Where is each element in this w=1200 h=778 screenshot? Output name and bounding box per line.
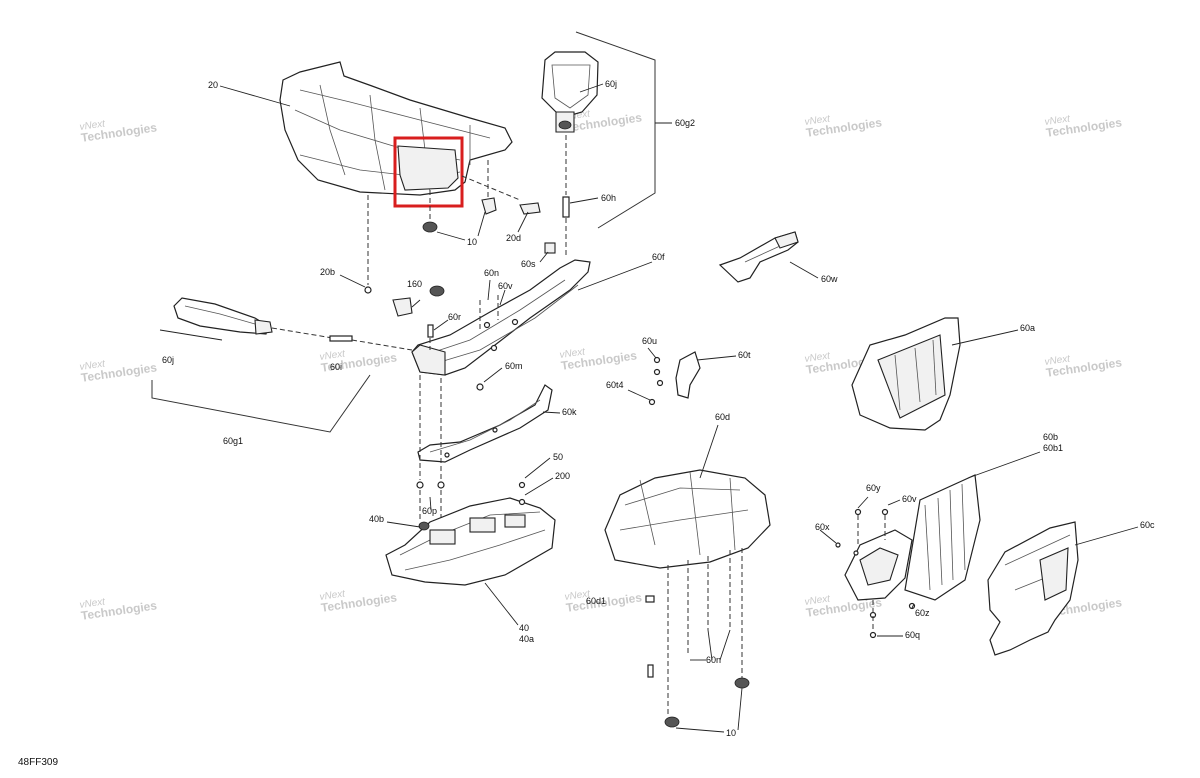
backrest-frame-60b bbox=[835, 474, 981, 639]
svg-text:vNext: vNext bbox=[1044, 113, 1072, 128]
grommet-10-top bbox=[422, 221, 438, 233]
callout-160: 160 bbox=[407, 279, 422, 289]
callout-10-top: 10 bbox=[467, 237, 477, 247]
trim-60w bbox=[718, 231, 799, 283]
svg-text:vNext: vNext bbox=[804, 593, 832, 608]
side-rail-60g1 bbox=[159, 297, 413, 351]
clip-160 bbox=[392, 297, 413, 317]
rod-60h bbox=[562, 196, 570, 218]
callout-60n-bottom: 60n bbox=[706, 655, 721, 665]
watermark: vNext Technologies bbox=[79, 358, 158, 385]
callout-60c: 60c bbox=[1140, 520, 1155, 530]
callout-60t4: 60t4 bbox=[606, 380, 624, 390]
callout-60b: 60b bbox=[1043, 432, 1058, 442]
main-seat bbox=[279, 61, 513, 196]
watermark: vNext Technologies bbox=[79, 596, 158, 623]
callout-60t: 60t bbox=[738, 350, 751, 360]
backrest-cover-60c bbox=[987, 521, 1079, 656]
callout-60d1: 60d1 bbox=[586, 596, 606, 606]
svg-text:vNext: vNext bbox=[559, 346, 587, 361]
bolt-20b bbox=[364, 286, 372, 294]
callout-60b1: 60b1 bbox=[1043, 443, 1063, 453]
bracket-60g1 bbox=[151, 374, 371, 433]
callout-60v-top: 60v bbox=[498, 281, 513, 291]
callout-60p: 60p bbox=[422, 506, 437, 516]
callout-200: 200 bbox=[555, 471, 570, 481]
callout-60x: 60x bbox=[815, 522, 830, 532]
callout-60w: 60w bbox=[821, 274, 838, 284]
callout-20b: 20b bbox=[320, 267, 335, 277]
callout-40b: 40b bbox=[369, 514, 384, 524]
callout-60g1: 60g1 bbox=[223, 436, 243, 446]
svg-text:vNext: vNext bbox=[319, 348, 347, 363]
svg-text:vNext: vNext bbox=[804, 113, 832, 128]
backrest-60a bbox=[851, 317, 961, 431]
svg-text:vNext: vNext bbox=[79, 358, 107, 373]
callout-20: 20 bbox=[208, 80, 218, 90]
svg-text:vNext: vNext bbox=[79, 596, 107, 611]
watermark: vNext Technologies bbox=[1044, 113, 1123, 140]
watermark: vNext Technologies bbox=[804, 113, 883, 140]
callout-60m: 60m bbox=[505, 361, 523, 371]
callout-50: 50 bbox=[553, 452, 563, 462]
diagram-code: 48FF309 bbox=[18, 757, 58, 768]
small-hardware-left bbox=[392, 285, 445, 350]
clip-20d-b bbox=[519, 202, 541, 215]
bracket-60g2 bbox=[575, 31, 656, 229]
watermark: vNext Technologies bbox=[1044, 353, 1123, 380]
watermark: vNext Technologies bbox=[559, 346, 638, 373]
callout-60d: 60d bbox=[715, 412, 730, 422]
callout-40a: 40a bbox=[519, 634, 534, 644]
support-bracket-60k bbox=[416, 375, 553, 520]
svg-text:vNext: vNext bbox=[319, 588, 347, 603]
callout-60v-right: 60v bbox=[902, 494, 917, 504]
callout-60i: 60i bbox=[330, 362, 342, 372]
seat-base-40 bbox=[385, 481, 556, 586]
svg-text:vNext: vNext bbox=[804, 350, 832, 365]
seat-fasteners bbox=[364, 160, 541, 294]
svg-text:vNext: vNext bbox=[79, 118, 107, 133]
seat-frame-60f bbox=[411, 242, 591, 376]
callout-60y: 60y bbox=[866, 483, 881, 493]
svg-text:vNext: vNext bbox=[1044, 353, 1072, 368]
callout-60k: 60k bbox=[562, 407, 577, 417]
svg-text:vNext: vNext bbox=[564, 588, 592, 603]
callout-40: 40 bbox=[519, 623, 529, 633]
callout-60h: 60h bbox=[601, 193, 616, 203]
nut-60s bbox=[544, 242, 556, 254]
callout-60j-top: 60j bbox=[605, 79, 617, 89]
callout-20d: 20d bbox=[506, 233, 521, 243]
callout-60s: 60s bbox=[521, 259, 536, 269]
callout-60g2: 60g2 bbox=[675, 118, 695, 128]
callout-60n-top: 60n bbox=[484, 268, 499, 278]
watermark: vNext Technologies bbox=[79, 118, 158, 145]
callout-60a: 60a bbox=[1020, 323, 1035, 333]
passenger-seat-60d bbox=[604, 469, 771, 728]
watermark: vNext Technologies bbox=[319, 588, 398, 615]
callout-10-bottom: 10 bbox=[726, 728, 736, 738]
backrest-assembly-top bbox=[541, 51, 599, 258]
callout-60u: 60u bbox=[642, 336, 657, 346]
clip-20d-a bbox=[481, 197, 497, 215]
callout-60q: 60q bbox=[905, 630, 920, 640]
callout-60j-left: 60j bbox=[162, 355, 174, 365]
callout-labels: 20 60j 60g2 60h 10 20d 20b 60s 60f 160 6… bbox=[162, 79, 1155, 738]
leader-lines bbox=[219, 83, 1139, 733]
callout-60z: 60z bbox=[915, 608, 930, 618]
callout-60f: 60f bbox=[652, 252, 665, 262]
callout-60r: 60r bbox=[448, 312, 461, 322]
latch-bracket-60t bbox=[648, 351, 701, 406]
highlight-box bbox=[393, 136, 464, 208]
